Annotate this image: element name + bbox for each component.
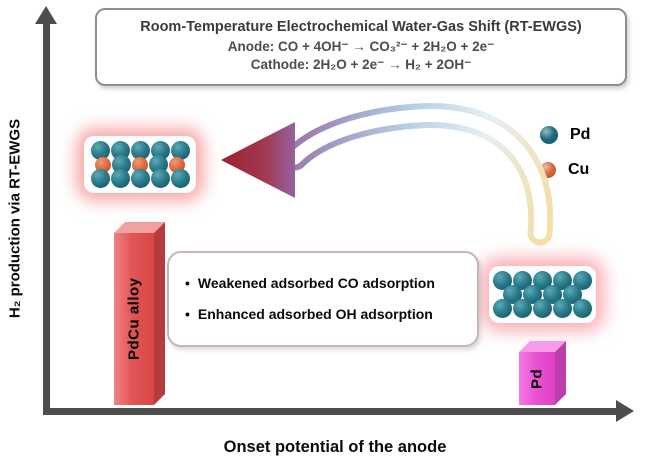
cathode-reaction: Cathode: 2H₂O + 2e⁻ → H₂ + 2OH⁻ bbox=[250, 57, 472, 72]
bullet-marker: • bbox=[185, 305, 190, 322]
atom-pd bbox=[130, 141, 150, 160]
x-axis bbox=[43, 408, 617, 415]
atom-pd bbox=[553, 299, 572, 318]
legend-label-cu: Cu bbox=[568, 161, 590, 178]
atom-pd bbox=[513, 299, 532, 318]
pdcu-alloy-bar: PdCu alloy bbox=[114, 222, 165, 405]
pdcu-bar-front-face bbox=[114, 233, 154, 405]
reaction-box-title: Room-Temperature Electrochemical Water-G… bbox=[140, 19, 582, 35]
atom-pd bbox=[130, 169, 150, 188]
atom-pd bbox=[150, 169, 170, 188]
x-axis-label: Onset potential of the anode bbox=[223, 438, 447, 456]
bullet-co-text: Weakened adsorbed CO adsorption bbox=[197, 275, 435, 291]
atom-pd bbox=[110, 169, 130, 188]
y-axis-label: H₂ production via RT-EWGS bbox=[6, 118, 24, 319]
atom-cu bbox=[95, 156, 111, 173]
atom-pd bbox=[170, 169, 190, 188]
pd-bar-front-face bbox=[519, 352, 555, 405]
atom-pd bbox=[573, 299, 592, 318]
atom-pd bbox=[493, 299, 512, 318]
pd-bar: Pd bbox=[519, 341, 566, 405]
arrow-band-hollow bbox=[288, 109, 548, 240]
atom-pd bbox=[90, 169, 110, 188]
y-axis bbox=[43, 22, 50, 408]
atom-pd bbox=[90, 141, 110, 160]
atom-cu bbox=[169, 156, 185, 173]
atom-pd bbox=[170, 141, 190, 160]
bullet-oh-text: Enhanced adsorbed OH adsorption bbox=[197, 305, 433, 322]
legend-item-pd: Pd bbox=[540, 126, 590, 144]
legend: Pd Cu bbox=[540, 126, 590, 179]
pd-atom-icon bbox=[540, 126, 558, 144]
mechanism-callout: • Weakened adsorbed CO adsorption • Enha… bbox=[167, 251, 479, 347]
pdcu-lattice-illustration bbox=[84, 136, 196, 193]
bullet-co-adsorption: • Weakened adsorbed CO adsorption bbox=[185, 275, 461, 293]
pd-lattice-illustration bbox=[489, 266, 596, 323]
arrow-head-icon bbox=[221, 122, 295, 198]
pd-bar-side-face bbox=[555, 341, 566, 405]
atom-pd bbox=[533, 299, 552, 318]
atom-cu bbox=[132, 156, 148, 173]
y-axis-arrowhead-icon bbox=[35, 6, 57, 24]
pdcu-bar-label: PdCu alloy bbox=[125, 277, 143, 361]
bullet-oh-adsorption: • Enhanced adsorbed OH adsorption bbox=[185, 306, 461, 324]
pd-bar-label: Pd bbox=[528, 368, 546, 389]
atom-pd bbox=[573, 271, 592, 290]
anode-reaction: Anode: CO + 4OH⁻ → CO₃²⁻ + 2H₂O + 2e⁻ bbox=[227, 39, 495, 54]
transition-arrow bbox=[221, 103, 554, 246]
reaction-box: Room-Temperature Electrochemical Water-G… bbox=[95, 8, 627, 86]
pdcu-bar-side-face bbox=[154, 222, 165, 405]
legend-label-pd: Pd bbox=[570, 126, 591, 143]
x-axis-arrowhead-icon bbox=[616, 400, 634, 422]
bullet-marker: • bbox=[185, 275, 190, 291]
